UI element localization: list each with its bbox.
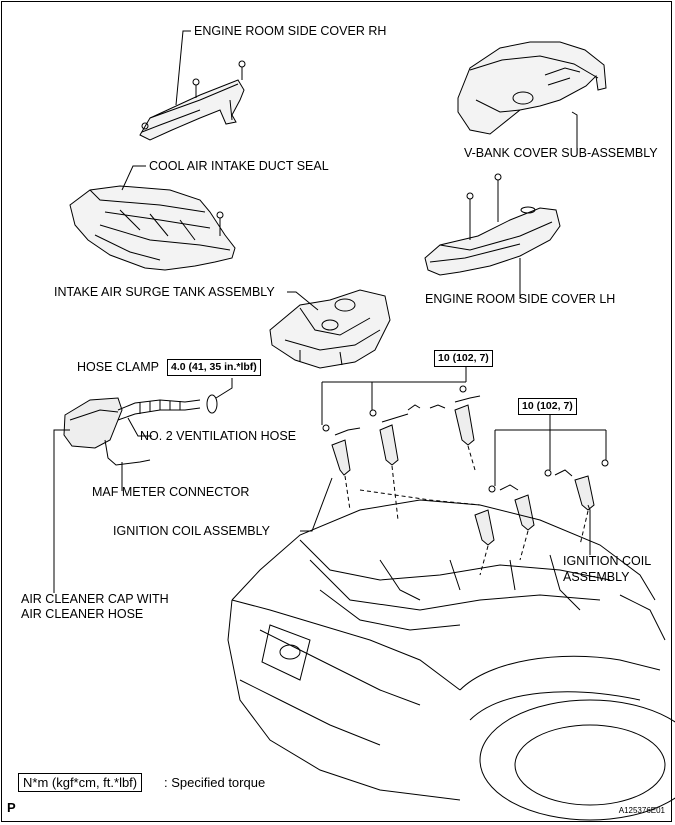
engine-room-side-cover-lh-part [424, 173, 561, 276]
label-ignition-coil-right-line1: IGNITION COIL [563, 554, 652, 568]
ignition-coils-left-dashed-lines [344, 445, 476, 521]
label-air-cleaner-cap-line1: AIR CLEANER CAP WITH [21, 592, 169, 606]
torque-hose-clamp: 4.0 (41, 35 in.*lbf) [167, 359, 261, 376]
ignition-coils-left-part [322, 385, 481, 476]
figure-code: A125376E01 [618, 806, 665, 815]
legend-description: : Specified torque [164, 775, 266, 790]
legend-unit-box: N*m (kgf*cm, ft.*lbf) [18, 773, 143, 792]
v-bank-cover-part [457, 41, 607, 135]
corner-mark: P [7, 800, 16, 815]
label-engine-room-side-cover-lh: ENGINE ROOM SIDE COVER LH [425, 292, 616, 306]
cool-air-intake-duct-seal-part [69, 185, 236, 271]
label-intake-air-surge-tank: INTAKE AIR SURGE TANK ASSEMBLY [54, 285, 275, 299]
label-ignition-coil-assembly-left: IGNITION COIL ASSEMBLY [113, 524, 270, 538]
label-engine-room-side-cover-rh: ENGINE ROOM SIDE COVER RH [194, 24, 387, 38]
label-maf-meter-connector: MAF METER CONNECTOR [92, 485, 250, 499]
label-no2-ventilation-hose: NO. 2 VENTILATION HOSE [140, 429, 297, 443]
label-cool-air-intake-duct-seal: COOL AIR INTAKE DUCT SEAL [149, 159, 329, 173]
air-cleaner-cap-part [63, 394, 218, 466]
ignition-coils-right-dashed-lines [359, 489, 589, 576]
car-body-part [227, 499, 675, 821]
label-v-bank-cover: V-BANK COVER SUB-ASSEMBLY [464, 146, 658, 160]
label-air-cleaner-cap-line2: AIR CLEANER HOSE [21, 607, 144, 621]
torque-coil-bank-right: 10 (102, 7) [518, 398, 577, 415]
engine-room-side-cover-rh-part [139, 60, 246, 141]
label-ignition-coil-right-line2: ASSEMBLY [563, 570, 630, 584]
intake-air-surge-tank-part [269, 289, 391, 369]
torque-coil-bank-left: 10 (102, 7) [434, 350, 493, 367]
ignition-coils-right-part [474, 459, 609, 546]
leader-lines [53, 30, 607, 593]
label-hose-clamp: HOSE CLAMP [77, 360, 159, 374]
